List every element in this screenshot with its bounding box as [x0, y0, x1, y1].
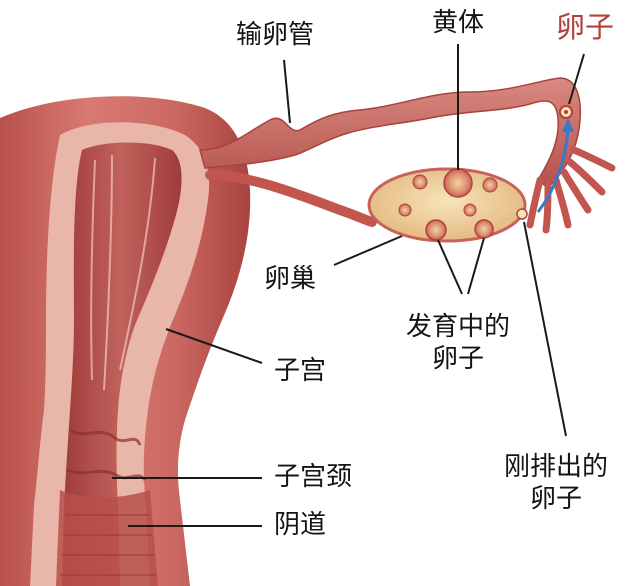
label-egg: 卵子	[556, 10, 614, 45]
label-cervix: 子宫颈	[274, 462, 352, 494]
egg-nucleus	[564, 110, 568, 114]
released-egg	[517, 209, 527, 219]
leader-developing-egg-2	[468, 238, 484, 294]
label-vagina: 阴道	[274, 510, 326, 542]
vagina-canal	[56, 490, 158, 586]
label-released-egg: 刚排出的 卵子	[482, 452, 630, 515]
leader-fallopian-tube	[284, 60, 290, 123]
small-follicle	[399, 204, 411, 216]
fallopian-tube	[200, 78, 580, 188]
label-fallopian-tube: 输卵管	[236, 20, 314, 52]
label-developing-egg-line2: 卵子	[384, 344, 532, 376]
label-uterus: 子宫	[274, 356, 326, 388]
label-developing-egg-line1: 发育中的	[384, 312, 532, 344]
label-corpus-luteum: 黄体	[432, 8, 484, 40]
label-released-egg-line1: 刚排出的	[482, 452, 630, 484]
fimbriae	[530, 150, 612, 230]
leader-developing-egg-1	[438, 240, 462, 294]
corpus-luteum	[444, 169, 472, 197]
label-ovary: 卵巢	[264, 264, 316, 296]
label-released-egg-line2: 卵子	[482, 484, 630, 516]
small-follicle	[483, 178, 497, 192]
label-developing-egg: 发育中的 卵子	[384, 312, 532, 375]
small-follicle	[413, 175, 427, 189]
developing-follicle	[426, 220, 446, 240]
leader-ovary	[334, 236, 402, 265]
developing-follicle	[475, 220, 493, 238]
small-follicle	[464, 204, 476, 216]
